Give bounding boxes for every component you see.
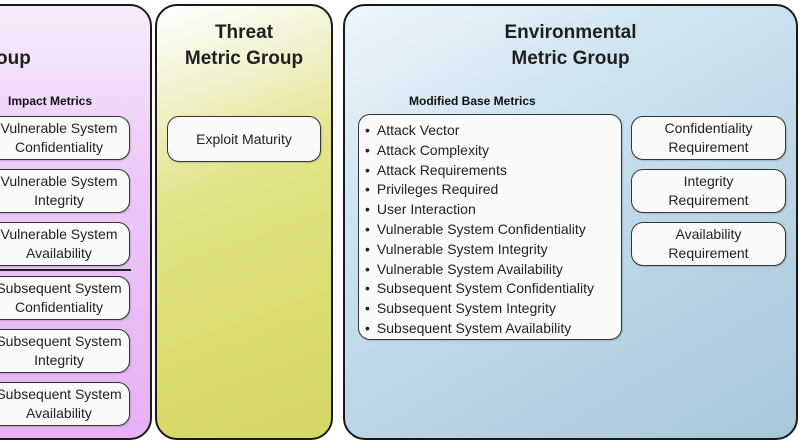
list-item: Privileges Required [365,180,621,200]
list-item: User Interaction [365,200,621,220]
list-item: Subsequent System Integrity [365,299,621,319]
environmental-metric-group-title: Environmental Metric Group [504,22,637,69]
list-item: Vulnerable System Integrity [365,240,621,260]
impact-metrics-label: Impact Metrics [8,94,93,108]
base-metric-group-title: oup [0,48,31,69]
list-item: Subsequent System Confidentiality [365,279,621,299]
modified-base-metrics-label: Modified Base Metrics [409,94,536,108]
threat-metric-group-title: Threat Metric Group [184,22,304,69]
impact-divider [0,269,131,271]
list-item: Attack Complexity [365,141,621,161]
list-item: Subsequent System Availability [365,319,621,339]
modified-base-metrics-list: Attack Vector Attack Complexity Attack R… [358,114,622,340]
threat-metric-group-panel [155,4,333,440]
list-item: Attack Vector [365,121,621,141]
exploit-maturity-box: Exploit Maturity [167,116,321,162]
list-item: Vulnerable System Availability [365,260,621,280]
list-item: Attack Requirements [365,161,621,181]
list-item: Vulnerable System Confidentiality [365,220,621,240]
